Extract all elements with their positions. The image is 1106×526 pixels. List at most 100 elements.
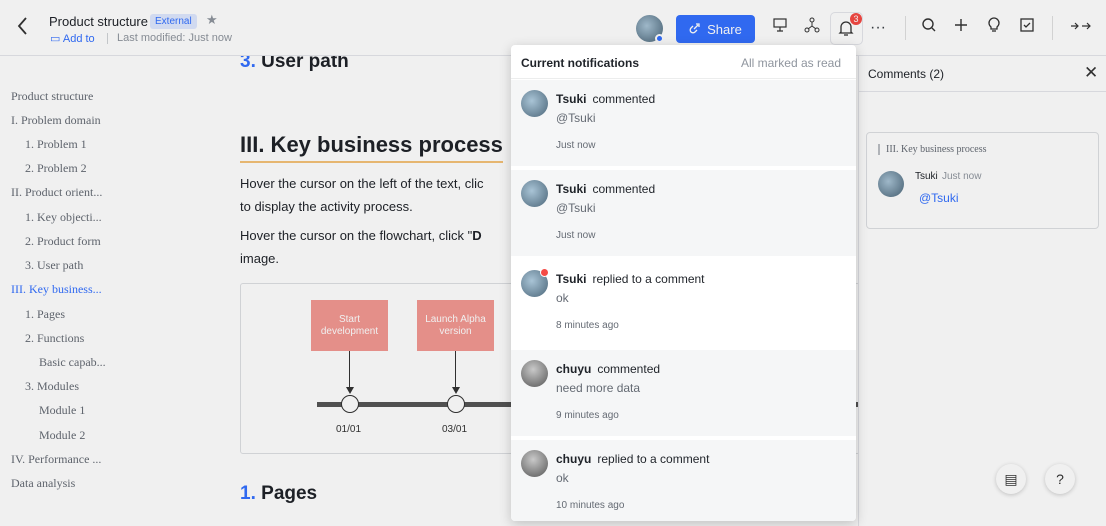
notifications-header: Current notifications All marked as read — [511, 45, 856, 79]
outline-item[interactable]: Basic capab... — [39, 355, 106, 369]
outline-item[interactable]: Module 1 — [39, 403, 86, 417]
notification-count-badge: 3 — [850, 13, 862, 25]
paragraph-text: Hover the cursor on the flowchart, click… — [240, 228, 473, 243]
outline-item[interactable]: 1. Pages — [25, 307, 65, 321]
comments-title: Comments (2) — [868, 67, 945, 81]
plus-icon[interactable] — [950, 17, 972, 39]
notification-user: chuyu — [556, 362, 592, 376]
outline-item[interactable]: 1. Key objecti... — [25, 210, 102, 224]
link-icon — [689, 22, 701, 37]
notification-user: Tsuki — [556, 92, 587, 106]
arrowhead — [452, 387, 460, 394]
close-icon[interactable]: ✕ — [1084, 63, 1099, 82]
comment-quote: III. Key business process — [878, 144, 987, 155]
add-to-link[interactable]: ▭ Add to — [50, 32, 95, 45]
divider — [1052, 16, 1053, 40]
notifications-title: Current notifications — [521, 56, 640, 70]
notification-text: ok — [556, 471, 569, 485]
notification-action: commented — [597, 362, 661, 376]
outline-item[interactable]: 3. Modules — [25, 379, 79, 393]
avatar — [878, 171, 904, 197]
outline-item[interactable]: 2. Product form — [25, 234, 101, 248]
share-network-icon[interactable] — [801, 17, 823, 39]
notification-time: 9 minutes ago — [556, 410, 619, 421]
paragraph-line[interactable]: Hover the cursor on the left of the text… — [240, 176, 484, 191]
divider — [905, 16, 906, 40]
heading-pages[interactable]: 1. Pages — [240, 483, 317, 505]
outline-item[interactable]: I. Problem domain — [11, 113, 101, 127]
divider — [107, 33, 108, 44]
paragraph-line[interactable]: to display the activity process. — [240, 199, 413, 214]
heading-number: 3. — [240, 56, 256, 72]
lightbulb-icon[interactable] — [983, 17, 1005, 39]
outline-item-active[interactable]: III. Key business... — [11, 282, 102, 296]
avatar — [521, 180, 548, 207]
heading-text: Pages — [261, 483, 318, 504]
notification-action: replied to a comment — [597, 452, 710, 466]
collapse-arrows-icon[interactable] — [1068, 17, 1094, 39]
notification-text: need more data — [556, 381, 641, 395]
heading-key-business-process[interactable]: III. Key business process — [240, 132, 503, 163]
timeline-marker — [447, 395, 465, 413]
document-title[interactable]: Product structure — [49, 14, 148, 29]
unread-dot — [540, 268, 549, 277]
outline-item[interactable]: 1. Problem 1 — [25, 137, 87, 151]
notification-action: commented — [592, 92, 656, 106]
share-button[interactable]: Share — [676, 15, 755, 43]
external-badge: External — [150, 14, 197, 29]
comments-panel: Comments (2) ✕ III. Key business process… — [858, 56, 1106, 526]
flow-node-launch-alpha[interactable]: Launch Alpha version — [417, 300, 494, 351]
notification-headline: chuyu commented — [556, 362, 660, 376]
timeline-marker — [341, 395, 359, 413]
outline-item[interactable]: Data analysis — [11, 476, 76, 490]
heading-user-path[interactable]: 3. User path — [240, 56, 349, 73]
online-status-dot — [655, 34, 664, 43]
help-icon[interactable]: ? — [1045, 464, 1075, 494]
add-to-label: Add to — [62, 33, 95, 45]
notification-item[interactable]: chuyu commented need more data 9 minutes … — [511, 350, 856, 436]
search-icon[interactable] — [918, 17, 940, 39]
notification-time: Just now — [556, 140, 596, 151]
outline-item[interactable]: 2. Problem 2 — [25, 161, 87, 175]
comment-card[interactable]: III. Key business process Tsuki Just now… — [866, 132, 1099, 229]
paragraph-line[interactable]: image. — [240, 251, 280, 266]
paragraph-line[interactable]: Hover the cursor on the flowchart, click… — [240, 228, 482, 243]
presentation-icon[interactable] — [769, 17, 791, 39]
notification-user: Tsuki — [556, 272, 587, 286]
outline-item[interactable]: Product structure — [11, 89, 94, 103]
all-marked-read[interactable]: All marked as read — [740, 56, 841, 70]
folder-icon: ▭ — [50, 33, 61, 45]
notification-time: Just now — [556, 230, 596, 241]
comment-time: Just now — [942, 171, 982, 182]
outline-item[interactable]: II. Product orient... — [11, 185, 103, 199]
outline-item[interactable]: Module 2 — [39, 428, 86, 442]
flow-node-start-development[interactable]: Start development — [311, 300, 388, 351]
paragraph-bold: D — [472, 228, 482, 243]
outline-item[interactable]: 3. User path — [25, 258, 84, 272]
comment-mention[interactable]: @Tsuki — [919, 191, 959, 205]
last-modified: Last modified: Just now — [117, 32, 232, 44]
document-info-icon[interactable]: ▤ — [996, 464, 1026, 494]
checkbox-task-icon[interactable] — [1016, 17, 1038, 39]
back-arrow-icon[interactable] — [16, 16, 36, 40]
heading-text: User path — [261, 56, 349, 72]
flow-arrow — [455, 351, 456, 389]
avatar — [521, 360, 548, 387]
outline-item[interactable]: 2. Functions — [25, 331, 85, 345]
notifications-popup: Current notifications All marked as read… — [511, 45, 856, 521]
star-icon[interactable]: ★ — [206, 12, 218, 27]
arrowhead — [346, 387, 354, 394]
notification-text: @Tsuki — [556, 201, 596, 215]
notification-time: 8 minutes ago — [556, 320, 619, 331]
divider — [859, 91, 1106, 92]
flow-arrow — [349, 351, 350, 389]
more-icon[interactable]: ··· — [870, 19, 886, 36]
outline-item[interactable]: IV. Performance ... — [11, 452, 102, 466]
heading-number: 1. — [240, 483, 256, 504]
